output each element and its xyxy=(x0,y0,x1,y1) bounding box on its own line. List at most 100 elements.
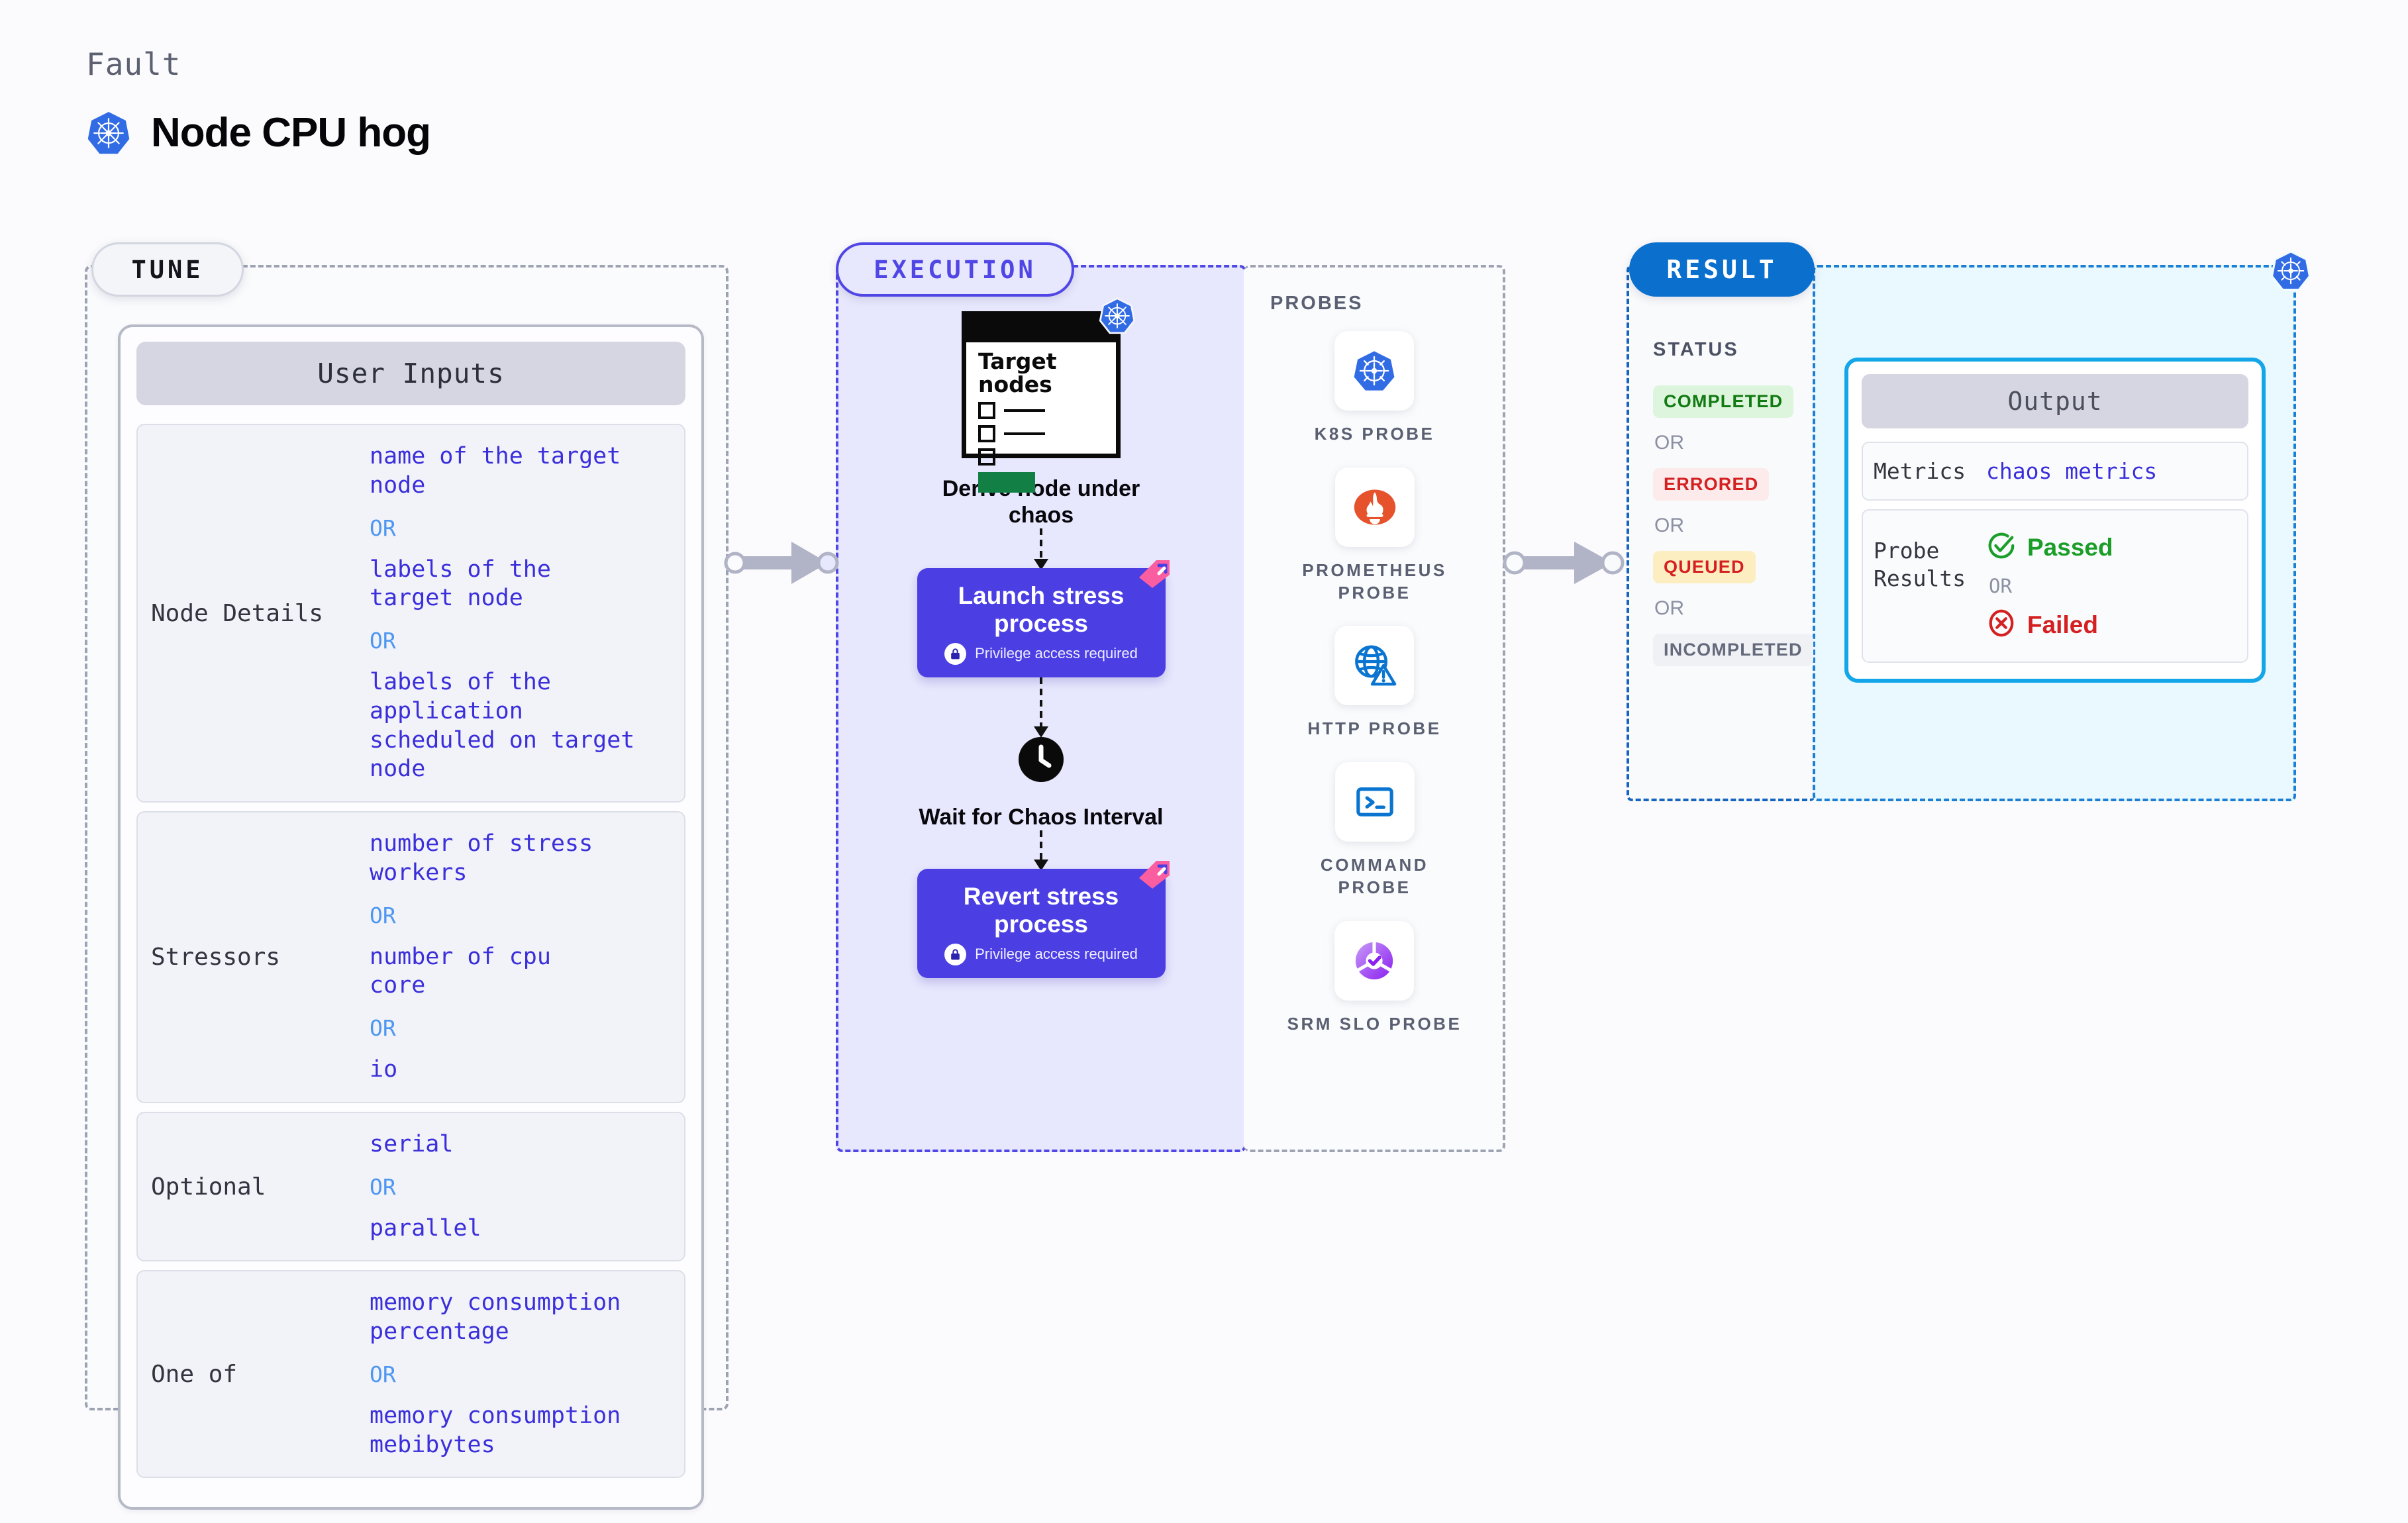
tune-row-label: One of xyxy=(151,1360,238,1388)
action-launch-stress-process[interactable]: Launch stress process Privilege access r… xyxy=(917,560,1170,677)
checkbox-icon xyxy=(978,425,995,443)
flow-connector xyxy=(1034,528,1048,571)
prometheus-icon xyxy=(1334,467,1415,547)
check-circle-icon xyxy=(1986,530,2017,564)
action-subtitle: Privilege access required xyxy=(975,946,1138,963)
flow-connector xyxy=(1034,677,1048,738)
clock-icon xyxy=(1017,736,1065,787)
probe-result-or-separator: OR xyxy=(1989,575,2012,598)
step-caption-wait-for-chaos: Wait for Chaos Interval xyxy=(919,804,1164,830)
tune-or-separator: OR xyxy=(370,1173,396,1200)
tune-value: labels of the application scheduled on t… xyxy=(370,669,635,783)
tune-or-separator: OR xyxy=(370,1015,396,1041)
lock-icon xyxy=(944,943,967,965)
status-badge-incompleted: INCOMPLETED xyxy=(1653,634,1813,666)
output-row-metrics: Metrics chaos metrics xyxy=(1862,442,2248,501)
probes-list: K8S PROBE PROMETHEUS PROBE xyxy=(1244,331,1505,1036)
probes-section-label: PROBES xyxy=(1270,293,1364,314)
status-badge-errored: ERRORED xyxy=(1653,468,1770,501)
action-revert-stress-process[interactable]: Revert stress process Privilege access r… xyxy=(917,860,1170,978)
probe-label: COMMAND PROBE xyxy=(1320,855,1429,897)
tune-value: serial xyxy=(370,1130,454,1157)
target-nodes-illustration: Target nodes xyxy=(962,297,1136,493)
probe-label: HTTP PROBE xyxy=(1307,718,1442,739)
status-or-separator: OR xyxy=(1654,515,1684,536)
illustration-checkbox-line xyxy=(978,402,1116,420)
action-subtitle: Privilege access required xyxy=(975,645,1138,662)
tune-value: labels of the target node xyxy=(370,556,551,612)
tune-value: memory consumption mebibytes xyxy=(370,1402,621,1458)
tune-row-label: Stressors xyxy=(151,943,281,971)
tune-row-one-of: One of memory consumption percentage OR … xyxy=(136,1270,685,1479)
execution-flow: Target nodes xyxy=(836,297,1246,978)
connector-arrow-tune-to-execution xyxy=(724,542,839,584)
checkbox-icon xyxy=(978,402,995,420)
status-section-label: STATUS xyxy=(1653,339,1739,360)
output-card: Output Metrics chaos metrics Probe Resul… xyxy=(1844,358,2266,683)
kubernetes-icon xyxy=(86,111,131,156)
status-or-separator: OR xyxy=(1654,432,1684,454)
tune-row-stressors: Stressors number of stress workers OR nu… xyxy=(136,811,685,1103)
page-title: Node CPU hog xyxy=(151,110,431,156)
probe-label: SRM SLO PROBE xyxy=(1287,1013,1462,1034)
tune-or-separator: OR xyxy=(370,515,396,541)
globe-alert-icon xyxy=(1334,626,1415,706)
illustration-heading: Target nodes xyxy=(978,348,1057,397)
tune-value: io xyxy=(370,1056,398,1083)
tune-or-separator: OR xyxy=(370,1361,396,1387)
probe-item-http[interactable]: HTTP PROBE xyxy=(1307,626,1441,740)
tune-value: parallel xyxy=(370,1214,481,1242)
fault-kicker-label: Fault xyxy=(86,46,181,82)
terminal-icon xyxy=(1334,762,1415,842)
output-row-label: Metrics xyxy=(1874,458,1966,484)
result-region xyxy=(1627,265,1815,801)
kubernetes-icon xyxy=(2270,250,2311,295)
tune-row-label: Optional xyxy=(151,1173,266,1201)
probes-region xyxy=(1244,265,1505,1152)
probe-item-command[interactable]: COMMAND PROBE xyxy=(1282,762,1468,899)
tune-or-separator: OR xyxy=(370,628,396,654)
tune-row-optional: Optional serial OR parallel xyxy=(136,1111,685,1262)
line-placeholder xyxy=(1004,432,1045,436)
user-inputs-card: User Inputs Node Details name of the tar… xyxy=(118,324,704,1510)
tune-value: memory consumption percentage xyxy=(370,1289,621,1345)
probe-label: PROMETHEUS PROBE xyxy=(1302,560,1447,603)
tune-row-label: Node Details xyxy=(151,599,324,627)
tune-row-node-details: Node Details name of the target node OR … xyxy=(136,424,685,803)
chaos-ribbon-icon xyxy=(1136,860,1171,893)
probe-item-srm-slo[interactable]: SRM SLO PROBE xyxy=(1287,920,1462,1036)
output-row-label: Probe Results xyxy=(1874,538,1966,591)
illustration-checkbox-line xyxy=(978,448,1116,466)
probe-label: K8S PROBE xyxy=(1314,424,1435,444)
illustration-titlebar xyxy=(966,316,1116,342)
step-caption-derive-node: Derive node under chaos xyxy=(942,476,1140,528)
srm-slo-icon xyxy=(1334,920,1415,1001)
probe-result-label: Passed xyxy=(2027,533,2113,561)
status-list: COMPLETED OR ERRORED OR QUEUED OR INCOMP… xyxy=(1653,385,1813,666)
user-inputs-title: User Inputs xyxy=(136,342,685,405)
line-placeholder xyxy=(1004,456,1045,459)
flow-connector xyxy=(1034,830,1048,871)
probe-result-failed: Failed xyxy=(1986,608,2113,642)
probe-result-label: Failed xyxy=(2027,611,2098,638)
connector-arrow-execution-to-result xyxy=(1503,542,1625,584)
status-badge-completed: COMPLETED xyxy=(1653,385,1794,418)
x-circle-icon xyxy=(1986,608,2017,642)
tune-chip[interactable]: TUNE xyxy=(91,242,244,297)
output-row-probe-results: Probe Results Passed OR xyxy=(1862,509,2248,663)
checkbox-icon xyxy=(978,448,995,466)
tune-or-separator: OR xyxy=(370,902,396,928)
chaos-ribbon-icon xyxy=(1136,559,1171,593)
fault-title-row: Node CPU hog xyxy=(86,109,431,156)
result-chip[interactable]: RESULT xyxy=(1629,242,1815,297)
status-badge-queued: QUEUED xyxy=(1653,551,1756,583)
output-title: Output xyxy=(1862,374,2248,428)
probe-item-k8s[interactable]: K8S PROBE xyxy=(1315,331,1435,446)
execution-chip[interactable]: EXECUTION xyxy=(836,242,1074,297)
probe-item-prometheus[interactable]: PROMETHEUS PROBE xyxy=(1282,467,1468,605)
action-title: Revert stress process xyxy=(963,882,1119,938)
illustration-green-bar xyxy=(978,472,1035,493)
status-or-separator: OR xyxy=(1654,597,1684,619)
kubernetes-icon xyxy=(1334,331,1415,411)
tune-value: number of stress workers xyxy=(370,830,593,886)
